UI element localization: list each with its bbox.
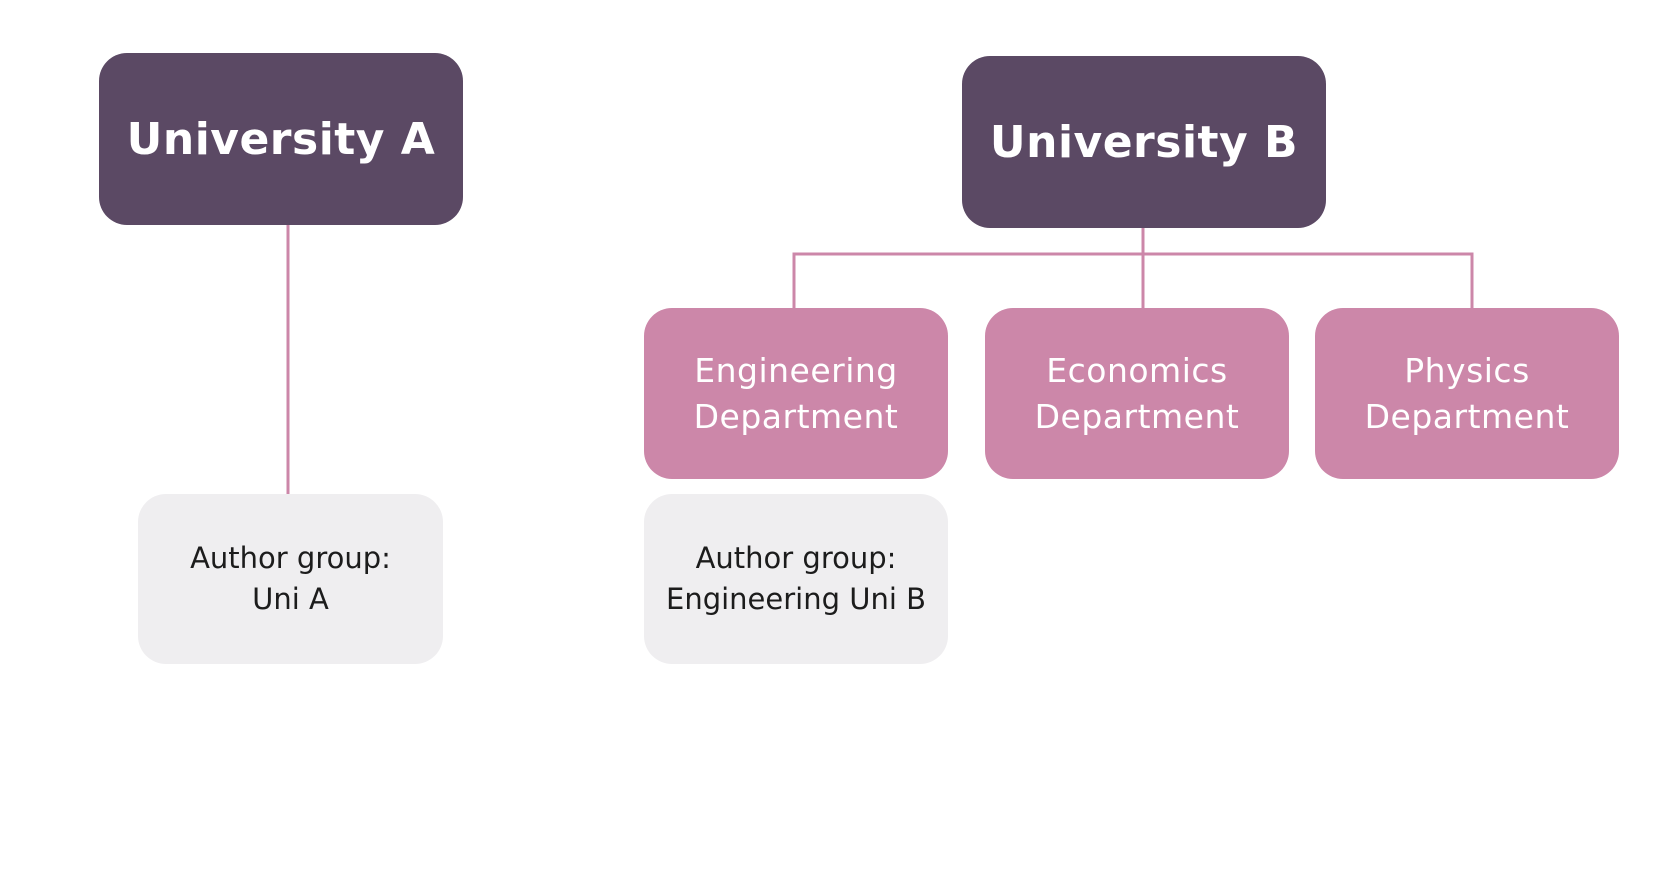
engineering-department-label: Engineering Department <box>693 350 899 436</box>
author-group-uni-a-box: Author group: Uni A <box>138 494 443 664</box>
physics-department-label: Physics Department <box>1364 350 1570 436</box>
engineering-department-box: Engineering Department <box>644 308 948 479</box>
author-group-engineering-uni-b-box: Author group: Engineering Uni B <box>644 494 948 664</box>
physics-department-box: Physics Department <box>1315 308 1619 479</box>
university-b-box: University B <box>962 56 1326 228</box>
university-b-label: University B <box>989 116 1299 168</box>
university-a-label: University A <box>126 113 436 165</box>
economics-department-label: Economics Department <box>1034 350 1240 436</box>
university-a-box: University A <box>99 53 463 225</box>
economics-department-box: Economics Department <box>985 308 1289 479</box>
author-group-engineering-uni-b-label: Author group: Engineering Uni B <box>666 541 926 616</box>
author-group-uni-a-label: Author group: Uni A <box>190 541 391 616</box>
